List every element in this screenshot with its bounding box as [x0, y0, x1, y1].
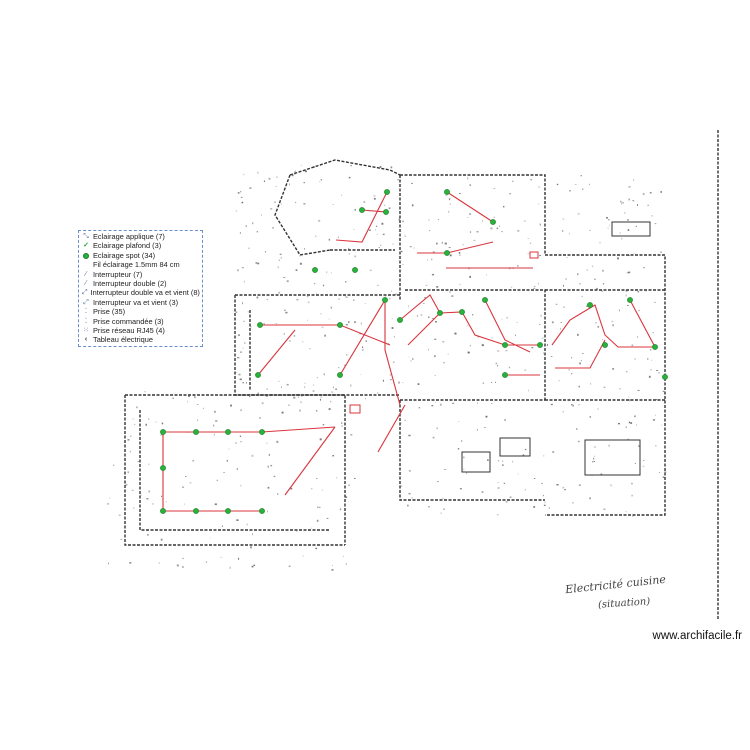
- spot-light-marker: [259, 508, 265, 514]
- legend-item-label: Interrupteur double va et vient (8): [90, 288, 200, 298]
- legend-item-label: Prise réseau RJ45 (4): [93, 326, 165, 336]
- spot-light-marker: [482, 297, 488, 303]
- spot-light-marker: [160, 429, 166, 435]
- spot-light-marker: [502, 342, 508, 348]
- spot-light-marker: [359, 207, 365, 213]
- spot-lights: [160, 189, 668, 514]
- spot-light-marker: [444, 189, 450, 195]
- switch-icon: ⁄: [85, 270, 87, 278]
- spot-light-marker: [259, 429, 265, 435]
- legend-item-label: Fil éclairage 1.5mm 84 cm: [93, 260, 180, 270]
- legend-item: Fil éclairage 1.5mm 84 cm: [82, 260, 199, 269]
- spot-light-marker: [312, 267, 318, 273]
- spot-light-marker: [502, 372, 508, 378]
- legend-item-label: Prise (35): [93, 307, 126, 317]
- legend-item: ⤡ Eclairage applique (7): [82, 232, 199, 241]
- spot-light-marker: [382, 297, 388, 303]
- legend-item: ⁄ Interrupteur (7): [82, 270, 199, 279]
- applique-icon: ⤡: [83, 233, 89, 240]
- spot-light-marker: [352, 267, 358, 273]
- plan-noise: [106, 165, 667, 571]
- rj45-outlet-icon: ⁙: [83, 327, 89, 335]
- double-switch-icon: ⁄: [85, 280, 87, 288]
- legend-item: ⁙ Prise réseau RJ45 (4): [82, 326, 199, 335]
- legend-item: ⁄ Interrupteur double (2): [82, 279, 199, 288]
- ceiling-light-icon: ✓: [83, 242, 89, 250]
- legend-item-label: Interrupteur double (2): [93, 279, 167, 289]
- electrical-panel-icon: ‹: [84, 336, 88, 344]
- spot-light-marker: [160, 508, 166, 514]
- legend-item: ⤢ Interrupteur va et vient (3): [82, 298, 199, 307]
- legend-item-label: Tableau électrique: [93, 335, 153, 345]
- spot-light-marker: [652, 344, 658, 350]
- spot-light-marker: [337, 322, 343, 328]
- legend-item-label: Eclairage applique (7): [93, 232, 165, 241]
- legend-box: ⤡ Eclairage applique (7) ✓ Eclairage plafon…: [78, 230, 203, 347]
- lighting-wires: [162, 191, 656, 512]
- switched-outlet-icon: ⁚: [84, 317, 88, 325]
- spot-light-marker: [587, 302, 593, 308]
- legend-item-label: Interrupteur (7): [93, 269, 143, 279]
- spot-light-marker: [225, 429, 231, 435]
- wire-icon: [82, 261, 90, 269]
- spot-light-marker: [397, 317, 403, 323]
- spot-light-marker: [627, 297, 633, 303]
- spot-light-marker: [662, 374, 668, 380]
- spot-light-marker: [383, 209, 389, 215]
- legend-item-label: Prise commandée (3): [93, 316, 164, 326]
- spot-light-marker: [444, 250, 450, 256]
- spot-light-icon: [82, 252, 90, 260]
- spot-light-marker: [337, 372, 343, 378]
- watermark-text[interactable]: www.archifacile.fr: [652, 630, 742, 642]
- legend-item: ⁚ Prise (35): [82, 307, 199, 316]
- legend-item: ✓ Eclairage plafond (3): [82, 241, 199, 250]
- spot-light-marker: [602, 342, 608, 348]
- fixtures: [349, 221, 651, 476]
- spot-light-marker: [160, 465, 166, 471]
- spot-light-marker: [437, 310, 443, 316]
- spot-light-marker: [384, 189, 390, 195]
- spot-light-marker: [255, 372, 261, 378]
- legend-item-label: Eclairage plafond (3): [93, 241, 162, 251]
- plan-walls: [124, 130, 719, 620]
- legend-item: ⤢Interrupteur double va et vient (8): [82, 288, 200, 298]
- legend-list: ⤡ Eclairage applique (7) ✓ Eclairage plafon…: [82, 232, 200, 345]
- spot-light-marker: [490, 219, 496, 225]
- two-way-switch-icon: ⤢: [83, 298, 89, 306]
- spot-light-marker: [193, 508, 199, 514]
- spot-light-marker: [257, 322, 263, 328]
- legend-item-label: Eclairage spot (34): [93, 250, 156, 260]
- spot-light-marker: [459, 309, 465, 315]
- outlet-icon: ⁚: [84, 308, 88, 316]
- legend-item-label: Interrupteur va et vient (3): [93, 297, 179, 307]
- legend-item: ⁚ Prise commandée (3): [82, 317, 199, 326]
- spot-light-marker: [193, 429, 199, 435]
- spot-light-marker: [225, 508, 231, 514]
- double-two-way-switch-icon: ⤢: [82, 289, 88, 297]
- spot-light-marker: [537, 342, 543, 348]
- legend-item: Eclairage spot (34): [82, 251, 199, 260]
- legend-item: ‹ Tableau électrique: [82, 335, 199, 344]
